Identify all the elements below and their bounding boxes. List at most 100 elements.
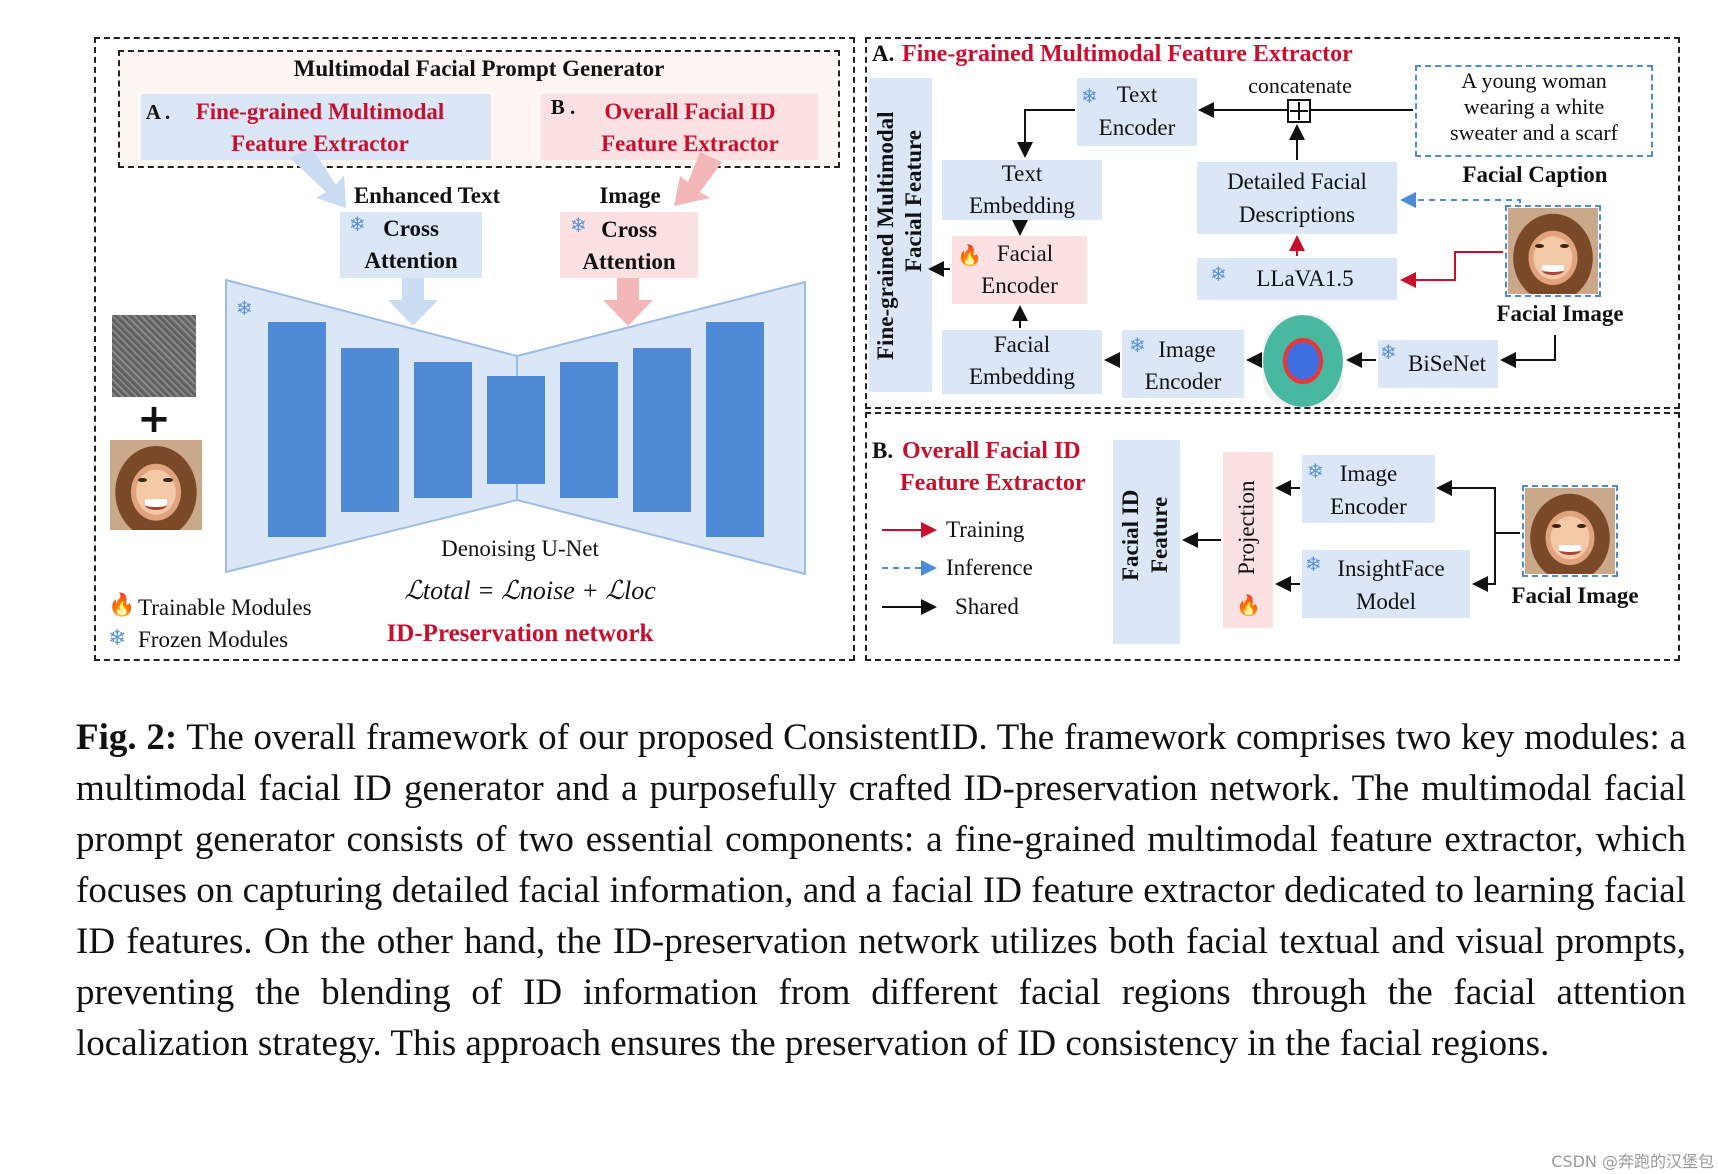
fine-grained-label-2: Feature Extractor [231,131,409,156]
legend-frozen: Frozen Modules [138,627,289,652]
facial-embedding-label-2: Embedding [968,364,1076,389]
snowflake-icon: ❄ [1129,333,1146,357]
image-encoder-b-label-2: Encoder [1330,494,1407,519]
segmentation-map [1263,315,1343,407]
panel-a-prefix: A. [872,41,895,66]
fire-icon: 🔥 [1236,593,1261,617]
panel-a [865,37,1680,409]
fire-icon: 🔥 [957,243,982,267]
fire-icon: 🔥 [108,593,136,618]
panel-a-title: Fine-grained Multimodal Feature Extracto… [902,41,1353,67]
a-prefix: A . [145,100,171,124]
facial-encoder-label-2: Encoder [981,273,1058,298]
snowflake-icon: ❄ [236,296,253,320]
panel-b [865,412,1680,661]
llava-label: LLaVA1.5 [1256,266,1354,291]
snowflake-icon: ❄ [1210,262,1227,286]
plus-sign: + [137,396,171,442]
bisenet-label: BiSeNet [1408,351,1486,376]
image-encoder-a-box [1122,330,1244,398]
unet-label: Denoising U-Net [441,536,599,561]
left-panel [94,37,855,661]
unet-enc-block-1 [268,322,326,537]
snowflake-icon: ❄ [1307,459,1324,483]
legend-trainable: Trainable Modules [138,595,312,620]
noise-image [112,315,196,397]
enhanced-text-label: Enhanced Text [353,183,501,208]
insightface-label-1: InsightFace [1337,556,1445,581]
snowflake-icon: ❄ [1380,340,1397,364]
arrow-image-to-llava-red [1400,251,1503,288]
attention-label-1: Attention [364,248,458,273]
detailed-desc-label-2: Descriptions [1238,202,1356,227]
facial-image-a [1508,208,1598,294]
panel-b-side-bar [1113,440,1180,644]
arrow-pink-down-crossattn [603,278,653,326]
detailed-desc-box [1197,162,1397,234]
overall-id-label-1: Overall Facial ID [604,99,776,124]
llava-box [1197,258,1397,300]
text-embedding-label-1: Text [1001,161,1043,186]
arrow-blue-down-crossattn [388,278,438,326]
concatenate-label: concatenate [1248,73,1352,98]
unet-dec-block-2 [633,348,691,512]
snowflake-icon: ❄ [108,626,127,651]
figure-label: Fig. 2: [76,717,178,758]
overall-id-label-2: Feature Extractor [601,131,779,156]
figure-caption: Fig. 2: The overall framework of our pro… [76,712,1686,1069]
detailed-desc-label-1: Detailed Facial [1227,169,1367,194]
unet-mid-block [487,376,545,484]
projection-box [1223,452,1273,628]
facial-image-a-frame [1505,205,1601,297]
snowflake-icon: ❄ [1305,552,1322,576]
panel-b-title-2: Feature Extractor [900,470,1086,496]
legend-training-label: Training [946,517,1025,542]
arrow-image-to-desc-blue [1400,192,1521,208]
facial-embedding-box [942,330,1102,394]
unet-dec-block-3 [706,322,764,537]
image-encoder-b-label-1: Image [1339,461,1398,486]
image-encoder-b-box [1302,455,1435,523]
panel-b-title-1: Overall Facial ID [902,438,1081,464]
panel-b-prefix: B. [872,438,894,463]
image-encoder-a-label-2: Encoder [1144,369,1222,394]
snowflake-icon: ❄ [1081,84,1098,108]
text-cross-attention-box [340,212,482,278]
facial-embedding-label-1: Facial [993,332,1051,357]
unet-enc-block-2 [341,348,399,512]
panel-a-side-bar [869,78,932,392]
facial-encoder-box [952,236,1087,304]
caption-text-1: A young woman [1461,68,1607,93]
text-encoder-label-2: Encoder [1098,115,1176,140]
caption-dashed-box [1415,65,1653,157]
snowflake-icon: ❄ [570,213,587,237]
text-encoder-box [1077,78,1197,146]
insightface-label-2: Model [1355,589,1417,614]
input-face-image [110,440,202,530]
arrow-image-to-insightface [1472,533,1496,592]
figure-caption-text: The overall framework of our proposed Co… [76,717,1686,1064]
caption-text-2: wearing a white [1463,94,1605,119]
facial-caption-label: Facial Caption [1462,162,1608,187]
fine-grained-label-1: Fine-grained Multimodal [195,99,445,124]
facial-image-b [1525,488,1615,574]
caption-text-3: sweater and a scarf [1450,120,1618,145]
image-cross-attention-box [560,212,698,278]
text-embedding-label-2: Embedding [968,193,1076,218]
generator-title: Multimodal Facial Prompt Generator [293,56,665,81]
network-name: ID-Preservation network [386,620,654,647]
facial-image-b-label: Facial Image [1511,583,1639,608]
unet-enc-block-3 [414,362,472,498]
overall-id-box [541,94,818,160]
legend-inference-label: Inference [946,555,1033,580]
cross-label-1: Cross [383,216,439,241]
arrow-image-to-b-encoders [1436,480,1520,534]
b-prefix: B . [550,95,576,119]
text-embedding-box [942,160,1102,220]
loss-formula: ℒtotal = ℒnoise + ℒloc [404,576,656,605]
